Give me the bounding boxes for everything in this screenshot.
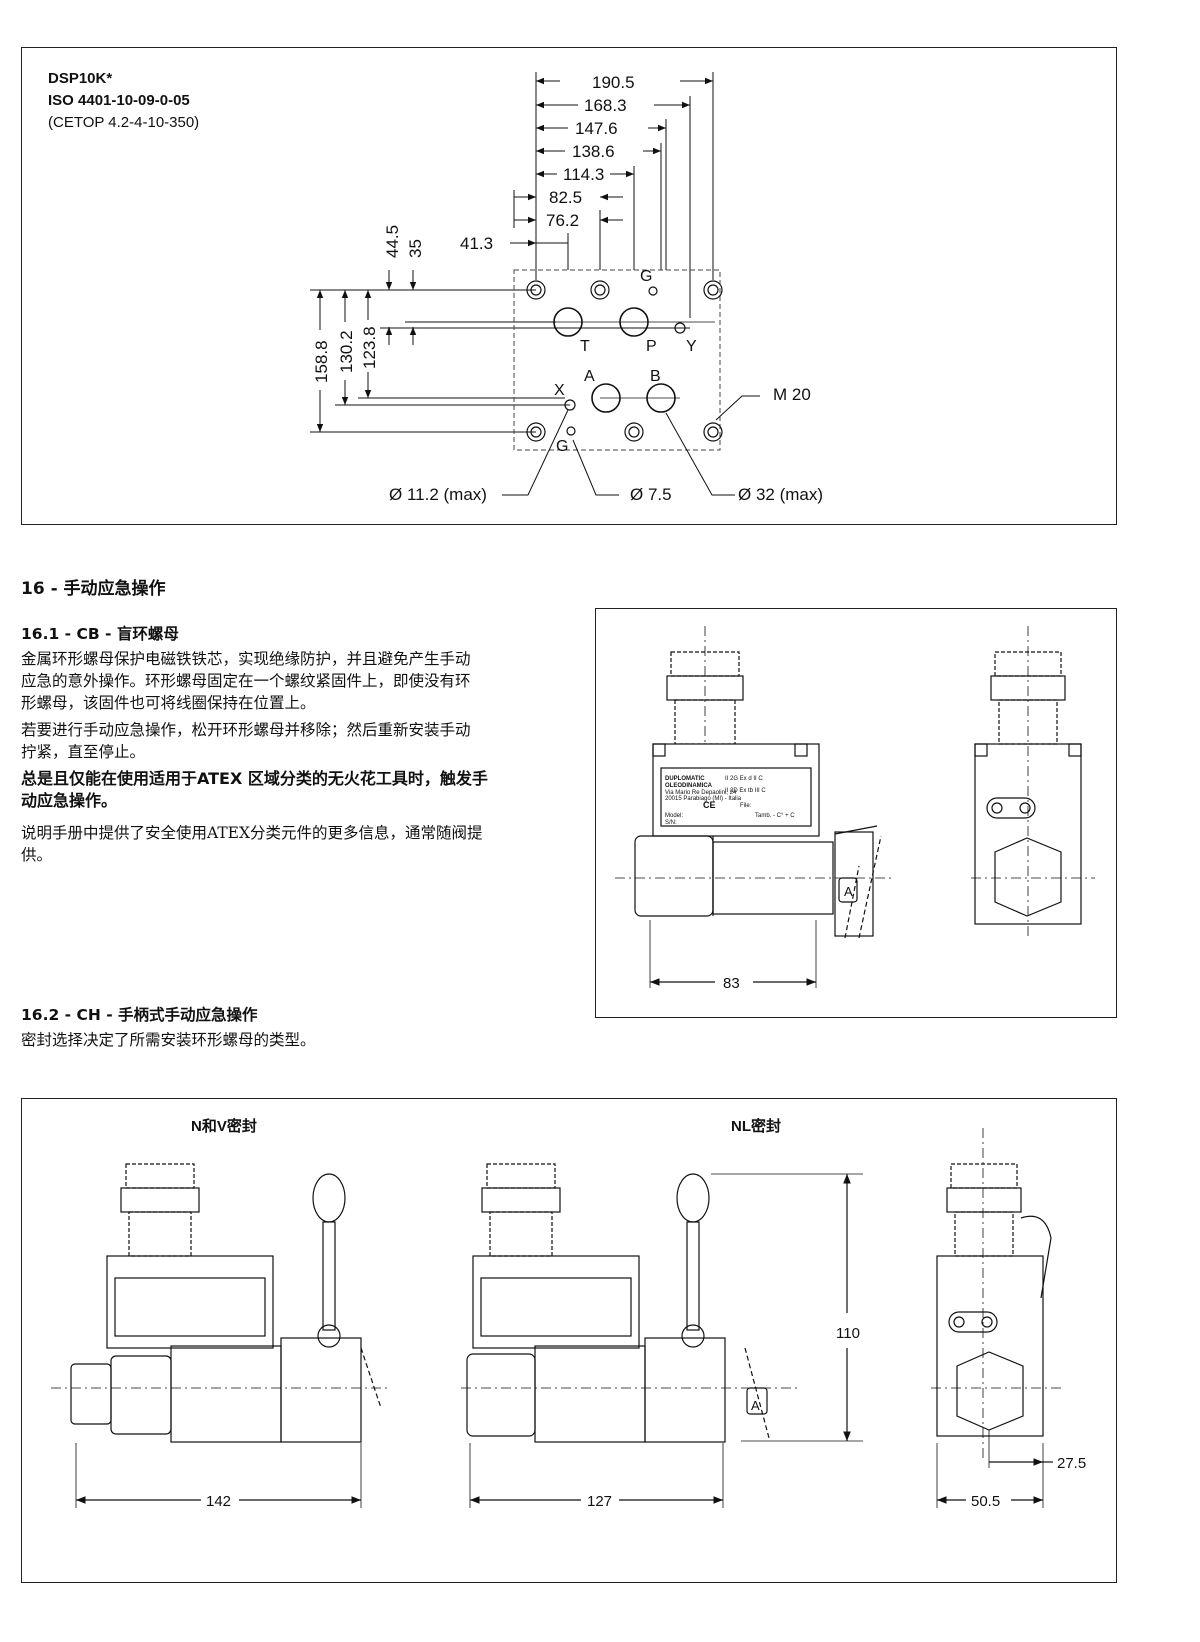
dim-130-2: 130.2 — [337, 330, 356, 373]
cb-dim-83: 83 — [723, 975, 740, 992]
dim-190-5: 190.5 — [592, 73, 635, 92]
mounting-surface-diagram: DSP10K* ISO 4401-10-09-0-05 (CETOP 4.2-4… — [48, 70, 823, 504]
section-16-2-p1: 密封选择决定了所需安装环形螺母的类型。 — [21, 1031, 316, 1049]
cb-side-view — [971, 626, 1095, 938]
dim-142: 142 — [206, 1493, 231, 1510]
main-ports — [553, 307, 676, 413]
port-p: P — [646, 338, 657, 355]
iso-standard: ISO 4401-10-09-0-05 — [48, 92, 190, 109]
plate-brand-2: OLEODINAMICA — [665, 783, 713, 789]
dim-168-3: 168.3 — [584, 96, 627, 115]
port-y: Y — [686, 338, 697, 355]
title-nv-seal: N和V密封 — [191, 1117, 257, 1135]
dim-110: 110 — [836, 1325, 860, 1342]
section-16-title: 16 - 手动应急操作 — [21, 579, 166, 599]
bolt-holes — [526, 280, 723, 442]
section-16-1-p4: 说明手册中提供了安全使用ATEX分类元件的更多信息，通常随阀提 供。 — [21, 822, 581, 866]
dim-158-8: 158.8 — [312, 340, 331, 383]
cb-label-a: A — [844, 884, 853, 899]
p4-line-1: 说明手册中提供了安全使用ATEX分类元件的更多信息，通常随阀提 — [21, 824, 483, 842]
pilot-ports — [564, 286, 686, 436]
ch-nl-view — [461, 1163, 863, 1508]
section-16-1-warning: 总是且仅能在使用适用于ATEX 区域分类的无火花工具时，触发手 动应急操作。 — [21, 768, 581, 812]
port-x: X — [554, 382, 565, 399]
section-16-1-p1: 金属环形螺母保护电磁铁铁芯，实现绝缘防护，并且避免产生手动 应急的意外操作。环形… — [21, 648, 581, 714]
port-g-bottom: G — [556, 438, 568, 455]
dim-27-5: 27.5 — [1057, 1455, 1086, 1472]
section-16-2-title: 16.2 - CH - 手柄式手动应急操作 — [21, 1006, 258, 1024]
ch-label-a: A — [751, 1398, 760, 1413]
plate-mark-2: II 2D Ex tb III C — [725, 788, 766, 794]
port-a: A — [584, 368, 595, 385]
dim-50-5: 50.5 — [971, 1493, 1000, 1510]
dim-147-6: 147.6 — [575, 119, 618, 138]
cb-figure: DUPLOMATIC OLEODINAMICA Via Mario Re Dep… — [615, 626, 1095, 992]
p2-line-1: 若要进行手动应急操作，松开环形螺母并移除；然后重新安装手动 — [21, 721, 471, 739]
dim-123-8: 123.8 — [360, 326, 379, 369]
dim-114-3: 114.3 — [563, 165, 604, 184]
dim-82-5: 82.5 — [549, 188, 582, 207]
dia-11-2: Ø 11.2 (max) — [389, 485, 487, 504]
plate-brand-1: DUPLOMATIC — [665, 776, 705, 782]
plate-outline — [513, 269, 721, 451]
dim-127: 127 — [587, 1493, 612, 1510]
plate-file: File: — [740, 803, 752, 809]
dim-35: 35 — [406, 239, 425, 258]
section-16-1-p2: 若要进行手动应急操作，松开环形螺母并移除；然后重新安装手动 拧紧，直至停止。 — [21, 719, 581, 763]
port-g-top: G — [640, 268, 652, 285]
ch-side-view — [931, 1128, 1061, 1508]
ch-figure: N和V密封 NL密封 142 — [51, 1117, 1086, 1510]
plate-addr-2: 20015 Parabiago (MI) - Italia — [665, 796, 742, 802]
port-t: T — [580, 338, 590, 355]
dim-76-2: 76.2 — [546, 211, 579, 230]
p1-line-2: 应急的意外操作。环形螺母固定在一个螺纹紧固件上，即使没有环 — [21, 672, 471, 690]
plate-tamb: Tamb. - C° + C — [755, 813, 795, 819]
title-nl-seal: NL密封 — [731, 1117, 781, 1135]
mounting-surface-frame — [21, 47, 1117, 525]
plate-ce: CE — [703, 800, 716, 810]
cetop-code: (CETOP 4.2-4-10-350) — [48, 114, 199, 131]
model-code: DSP10K* — [48, 70, 112, 87]
dia-32: Ø 32 (max) — [738, 485, 823, 504]
dim-138-6: 138.6 — [572, 142, 615, 161]
p2-line-2: 拧紧，直至停止。 — [21, 743, 146, 761]
p1-line-3: 形螺母，该固件也可将线圈保持在位置上。 — [21, 694, 316, 712]
p3-line-2: 动应急操作。 — [21, 791, 118, 810]
plate-sn: S/N: — [665, 820, 677, 826]
plate-addr-1: Via Mario Re Depaolini, 24 — [665, 790, 737, 796]
ch-figure-frame — [21, 1098, 1117, 1583]
thread-m20: M 20 — [773, 385, 811, 404]
dia-7-5: Ø 7.5 — [630, 485, 672, 504]
ch-nv-view — [51, 1163, 391, 1508]
plate-model: Model: — [665, 813, 683, 819]
p3-line-1: 总是且仅能在使用适用于ATEX 区域分类的无火花工具时，触发手 — [21, 769, 488, 788]
dim-41-3: 41.3 — [460, 234, 493, 253]
p1-line-1: 金属环形螺母保护电磁铁铁芯，实现绝缘防护，并且避免产生手动 — [21, 650, 471, 668]
p4-line-2: 供。 — [21, 846, 53, 864]
port-b: B — [650, 368, 661, 385]
dim-44-5: 44.5 — [383, 225, 402, 258]
plate-mark-1: II 2G Ex d II C — [725, 776, 763, 782]
section-16-1-title: 16.1 - CB - 盲环螺母 — [21, 625, 179, 643]
cb-front-view — [615, 626, 895, 988]
cb-figure-frame — [595, 608, 1117, 1018]
